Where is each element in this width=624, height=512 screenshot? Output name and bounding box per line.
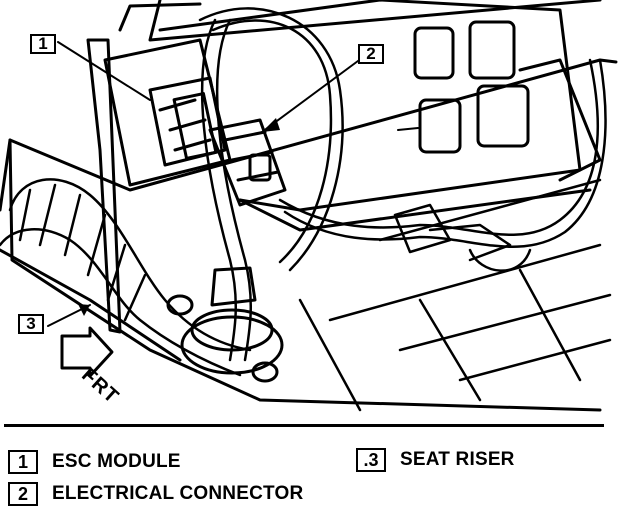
legend-label: ESC MODULE: [52, 451, 181, 472]
legend-divider: [4, 424, 604, 427]
esc-module-drawing: [86, 38, 232, 334]
front-arrow-icon: [60, 326, 114, 378]
seat-track-drawing: [158, 0, 602, 232]
legend-label: SEAT RISER: [400, 449, 515, 470]
wire-harness-drawing: [198, 7, 607, 362]
conduit-drawing: [0, 178, 252, 377]
callout-esc-module: 1: [30, 34, 56, 54]
legend-item-seat-riser: .3 SEAT RISER: [356, 448, 515, 472]
legend-item-esc-module: 1 ESC MODULE: [8, 450, 181, 474]
legend-number: 2: [8, 482, 38, 506]
electrical-connector-drawing: [208, 118, 287, 207]
legend-number: .3: [356, 448, 386, 472]
legend-label: ELECTRICAL CONNECTOR: [52, 483, 304, 504]
callout-seat-riser: 3: [18, 314, 44, 334]
legend-item-electrical-connector: 2 ELECTRICAL CONNECTOR: [8, 482, 303, 506]
grommet-drawing: [166, 266, 284, 383]
legend-number: 1: [8, 450, 38, 474]
floor-grid: [298, 178, 612, 412]
diagram-illustration: [0, 0, 618, 412]
seat-riser-outline: [0, 0, 618, 412]
callout-electrical-connector: 2: [358, 44, 384, 64]
